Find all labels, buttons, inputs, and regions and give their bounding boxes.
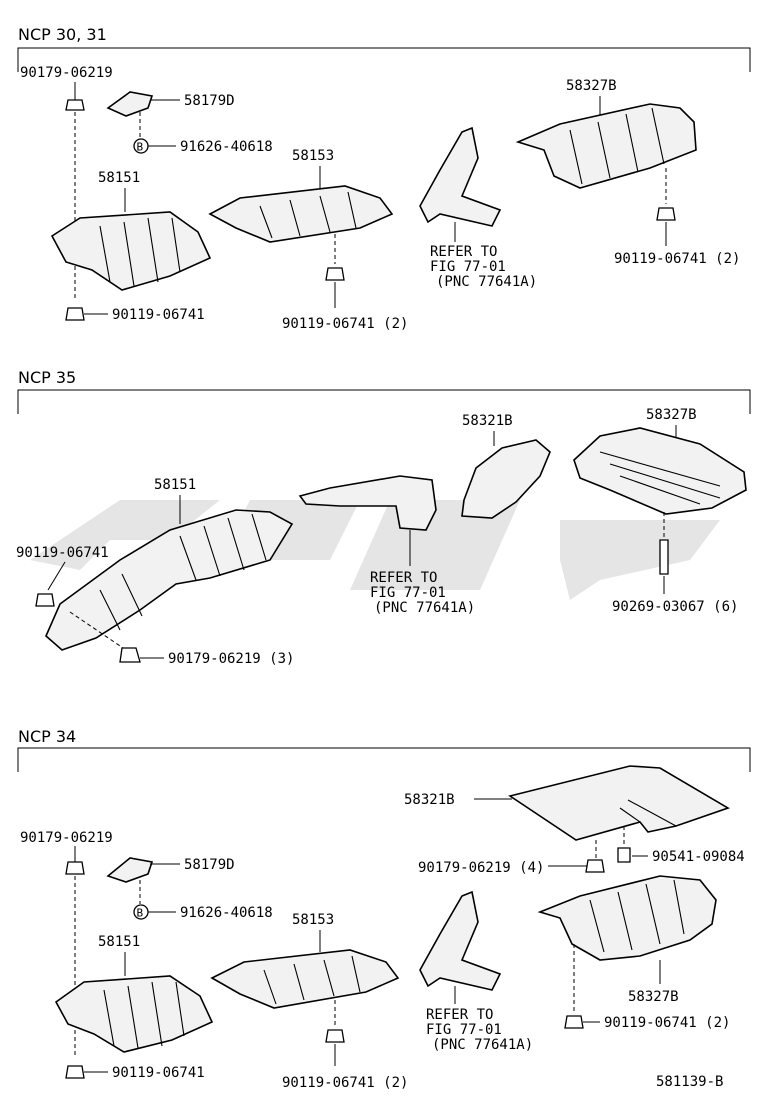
label-bolt-top: 90179-06219 — [20, 830, 113, 846]
heat-insulator-58327b — [537, 875, 717, 961]
heat-insulator-58327b — [515, 103, 697, 189]
section-bracket-line — [17, 389, 751, 414]
label-bolt-2: 90119-06741 (2) — [282, 316, 408, 332]
label-insulator-2: 58321B — [462, 413, 513, 429]
bolt-icon — [564, 1015, 584, 1029]
section-title: NCP 34 — [18, 727, 76, 746]
bolt-icon — [325, 1029, 345, 1043]
heat-insulator-58321b — [508, 765, 730, 841]
heat-insulator-58153 — [210, 949, 400, 1009]
bolt-icon — [65, 307, 85, 321]
label-refer-2: FIG 77-01 — [430, 259, 506, 275]
label-insulator-2: 58153 — [292, 912, 334, 928]
label-bolt-1: 90119-06741 — [112, 1065, 205, 1081]
heat-insulator-58153 — [208, 185, 394, 243]
label-plate: 58321B — [404, 792, 455, 808]
label-nut: 90179-06219 (3) — [168, 651, 294, 667]
label-refer-3: (PNC 77641A) — [436, 274, 537, 290]
label-bolt-top: 90179-06219 — [20, 65, 113, 81]
bolt-icon — [656, 207, 676, 221]
label-nut-4: 90179-06219 (4) — [418, 860, 544, 876]
label-bolt-b: 91626-40618 — [180, 139, 273, 155]
bolt-icon — [325, 267, 345, 281]
label-insulator-1: 58151 — [98, 170, 140, 186]
section-bracket-line — [17, 747, 751, 772]
section-ncp-30-31: NCP 30, 31 90179-06219 58179D B 91626-40… — [17, 25, 751, 332]
label-refer-3: (PNC 77641A) — [374, 600, 475, 616]
bolt-icon — [35, 593, 55, 607]
label-bolt-1: 90119-06741 — [112, 307, 205, 323]
label-insulator-3: 58327B — [566, 78, 617, 94]
label-refer-2: FIG 77-01 — [370, 585, 446, 601]
label-insulator-1: 58151 — [154, 477, 196, 493]
label-insulator-3: 58327B — [646, 407, 697, 423]
label-bolt-3: 90119-06741 (2) — [604, 1015, 730, 1031]
label-refer-2: FIG 77-01 — [426, 1022, 502, 1038]
heat-insulator-58151 — [50, 211, 212, 291]
nut-icon — [119, 647, 141, 663]
exhaust-bracket — [419, 890, 502, 991]
b-marker-text: B — [137, 907, 144, 920]
exhaust-bracket — [419, 126, 502, 227]
bolt-icon — [65, 1065, 85, 1079]
nut-icon — [585, 859, 605, 873]
bracket-icon — [106, 857, 154, 883]
heat-insulator-58151 — [45, 509, 294, 651]
section-title: NCP 35 — [18, 368, 76, 387]
label-clip: 90541-09084 — [652, 849, 745, 865]
label-clip: 90269-03067 (6) — [612, 599, 738, 615]
label-refer-1: REFER TO — [430, 244, 497, 260]
label-bolt-b: 91626-40618 — [180, 905, 273, 921]
section-ncp-34: NCP 34 90179-06219 58179D B 91626-40618 … — [17, 727, 751, 1091]
section-bracket-line — [17, 47, 751, 72]
clip-icon — [659, 539, 669, 575]
label-refer-1: REFER TO — [426, 1007, 493, 1023]
clip-icon — [617, 847, 631, 863]
heat-insulator-58327b — [573, 427, 747, 515]
label-bolt-left: 90119-06741 — [16, 545, 109, 561]
label-refer-1: REFER TO — [370, 570, 437, 586]
label-insulator-2: 58153 — [292, 148, 334, 164]
bolt-icon — [65, 99, 85, 111]
label-bolt-3: 90119-06741 (2) — [614, 251, 740, 267]
section-ncp-35: NCP 35 58151 90119-06741 90179-06219 (3)… — [16, 368, 751, 667]
label-bolt-2: 90119-06741 (2) — [282, 1075, 408, 1091]
label-insulator-1: 58151 — [98, 934, 140, 950]
label-bracket: 58179D — [184, 857, 235, 873]
label-bracket: 58179D — [184, 93, 235, 109]
b-marker-text: B — [137, 141, 144, 154]
label-insulator-3: 58327B — [628, 989, 679, 1005]
figure-id: 581139-B — [656, 1074, 723, 1090]
exhaust-bracket — [298, 475, 437, 531]
bracket-icon — [106, 91, 154, 117]
heat-insulator-58151 — [54, 975, 214, 1053]
bolt-icon — [65, 861, 85, 875]
section-title: NCP 30, 31 — [18, 25, 107, 44]
label-refer-3: (PNC 77641A) — [432, 1037, 533, 1053]
heat-insulator-58321b — [461, 439, 551, 519]
